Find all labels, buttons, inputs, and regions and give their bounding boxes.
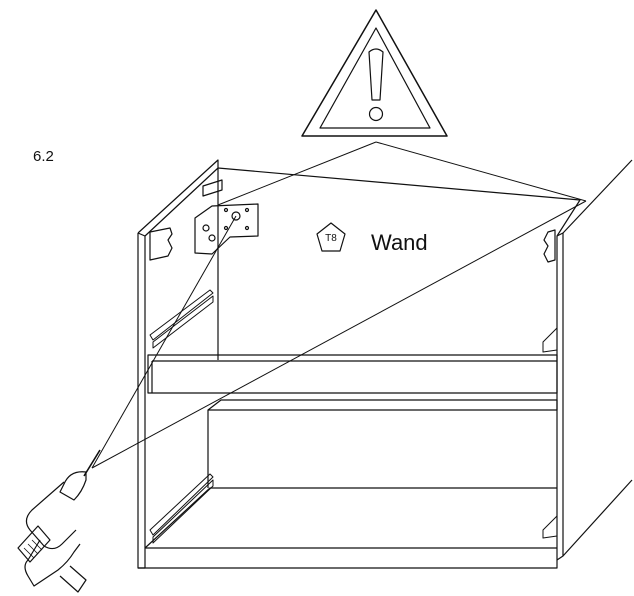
part-code-label: T8: [325, 233, 337, 244]
drawer-runners: [149, 289, 558, 544]
step-number: 6.2: [33, 148, 54, 165]
drill-guide-lines: [91, 200, 587, 469]
cabinet: [137, 159, 633, 569]
warning-pointer-lines: [217, 141, 587, 206]
part-code-badge: T8: [316, 222, 346, 252]
wall-label: Wand: [371, 230, 428, 255]
wall-bracket-icon: [194, 179, 259, 255]
warning-triangle-icon: [301, 9, 448, 137]
drill-icon: [17, 449, 101, 593]
